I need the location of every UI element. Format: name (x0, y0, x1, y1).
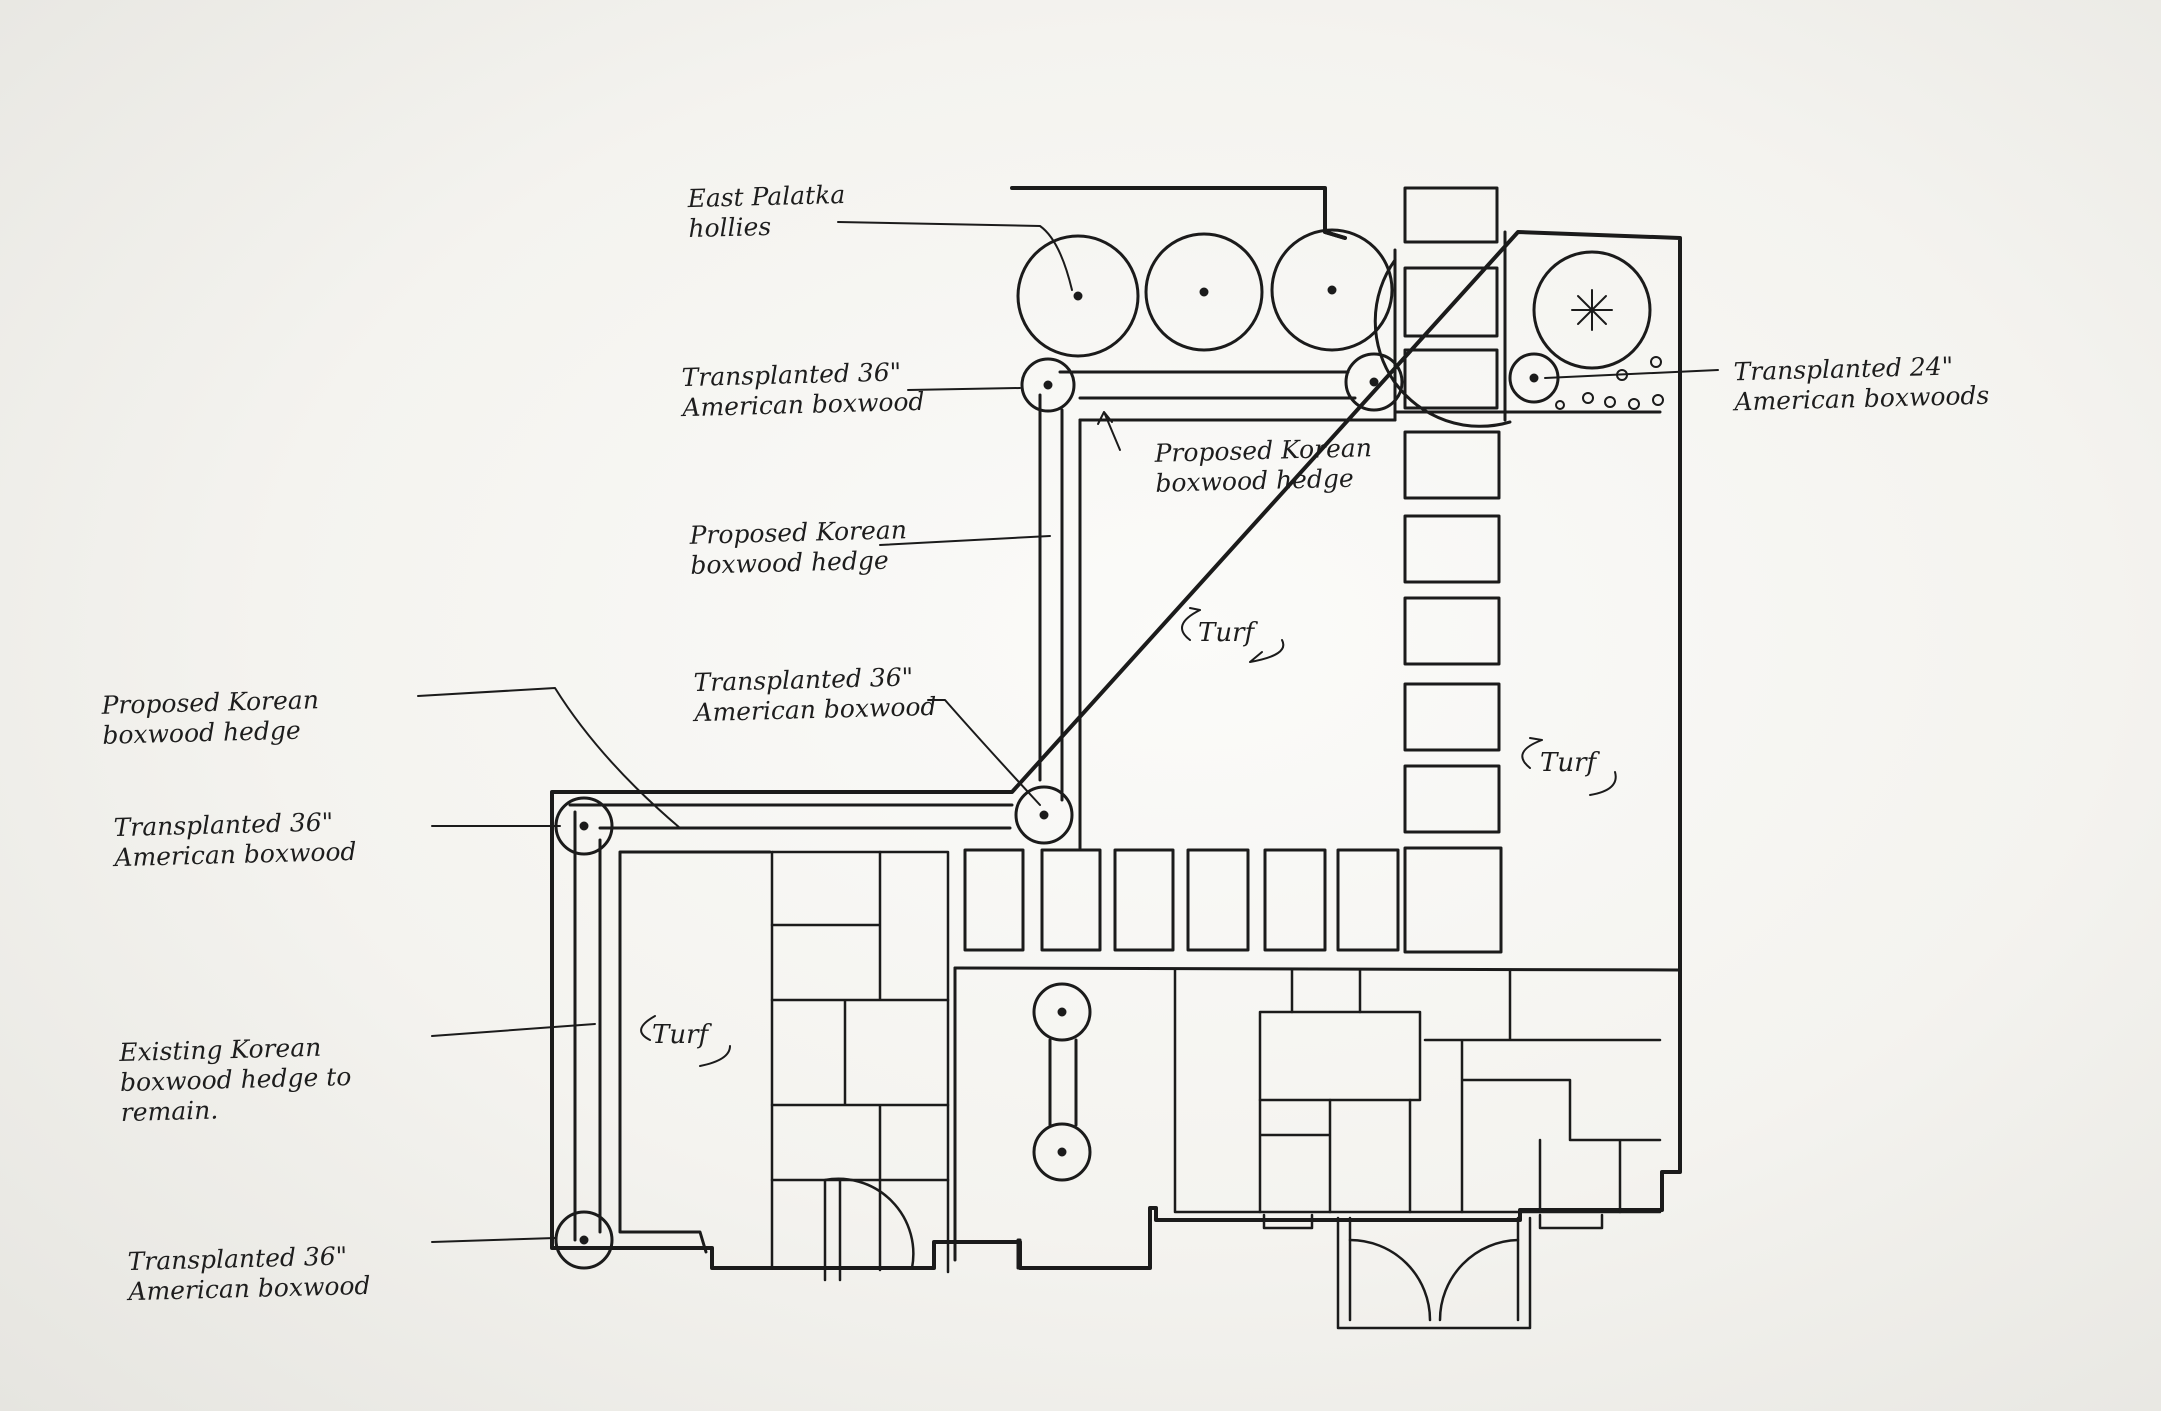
boxwood-left-bottom (554, 1210, 614, 1270)
label-transplanted-36-mid: Transplanted 36" American boxwood (693, 662, 937, 728)
label-turf-right: Turf (1540, 748, 1597, 778)
hedge-left-vertical (1038, 393, 1082, 850)
label-turf-center: Turf (1198, 618, 1255, 648)
label-transplanted-36-bottom: Transplanted 36" American boxwood (127, 1241, 371, 1307)
property-outline (550, 186, 1682, 1270)
label-proposed-korean-mid: Proposed Korean boxwood hedge (689, 515, 908, 580)
label-east-palatka-hollies: East Palatka hollies (687, 179, 846, 244)
hedge-left-L (568, 803, 1014, 1254)
right-paver-patio (1173, 968, 1662, 1214)
center-bed (953, 966, 1092, 1270)
leader-arrows (417, 221, 1719, 1243)
tree-right (1532, 250, 1652, 370)
turf-arrows (640, 607, 1617, 1067)
gate-lines (1393, 230, 1507, 422)
label-transplanted-24-right: Transplanted 24" American boxwoods (1733, 351, 1990, 417)
boxwood-top-left (1020, 357, 1076, 413)
label-turf-left: Turf (652, 1020, 709, 1050)
label-existing-korean-hedge: Existing Korean boxwood hedge to remain. (118, 1032, 352, 1128)
stepping-stones-vertical (1403, 186, 1503, 954)
hedge-line-top-inner (1078, 410, 1662, 422)
holly-1 (1016, 234, 1140, 358)
tree-right-star (1571, 289, 1613, 331)
house-notch (1323, 230, 1347, 240)
label-transplanted-36-top: Transplanted 36" American boxwood (681, 357, 925, 423)
entry-doors (1262, 1213, 1604, 1330)
boxwood-mid-corner (1014, 785, 1074, 845)
holly-3 (1270, 228, 1394, 352)
left-paver-patio (770, 850, 950, 1282)
patio-line (953, 966, 1682, 972)
stepping-stones-horizontal (963, 848, 1400, 952)
label-proposed-korean-left: Proposed Korean boxwood hedge (101, 685, 320, 750)
label-proposed-korean-top: Proposed Korean boxwood hedge (1154, 433, 1373, 498)
boxwood-top-mid (1344, 352, 1404, 412)
hedge-line-top (1058, 370, 1357, 400)
label-transplanted-36-left: Transplanted 36" American boxwood (113, 807, 357, 873)
holly-2 (1144, 232, 1264, 352)
